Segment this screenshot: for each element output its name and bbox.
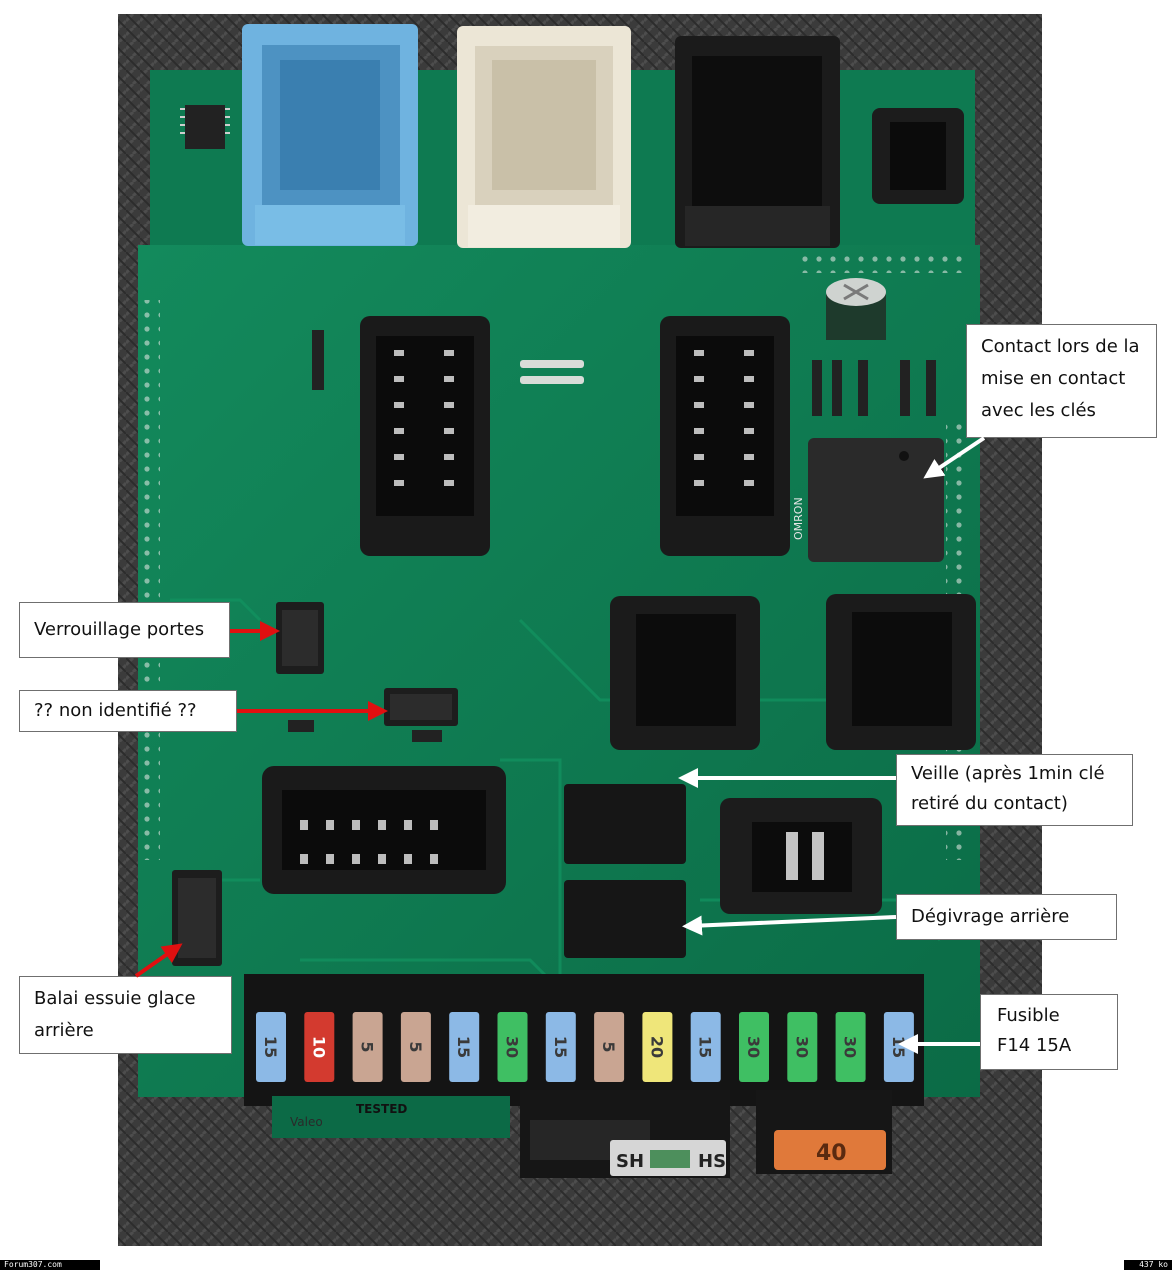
- fuse-6: [497, 1012, 528, 1082]
- fuse-5: [449, 1012, 480, 1082]
- relay-verrouillage: [276, 602, 324, 674]
- fuse-12: [787, 1012, 818, 1082]
- footer-site: Forum307.com: [0, 1260, 100, 1270]
- callout-veille-text: Veille (après 1min clé retiré du contact…: [911, 763, 1105, 814]
- black-connector-top: [675, 36, 840, 248]
- diodes: [288, 330, 936, 742]
- big-fuse-label: 40: [816, 1141, 847, 1166]
- fuse-3: [352, 1012, 383, 1082]
- big-fuse-40: 40: [774, 1130, 886, 1170]
- fuse-11-label: 30: [744, 1036, 763, 1058]
- connector-lower-right: [720, 798, 882, 914]
- capacitor: [826, 278, 886, 340]
- fuse-1-label: 15: [261, 1036, 280, 1058]
- fuse-14-label: 15: [889, 1036, 908, 1058]
- blue-connector: [242, 24, 418, 246]
- fuse-1: [256, 1012, 286, 1082]
- callout-degivrage-text: Dégivrage arrière: [911, 906, 1070, 927]
- fuse-8-label: 5: [599, 1041, 618, 1052]
- fuse-4: [400, 1012, 431, 1082]
- shunt-left-label: SH: [616, 1151, 644, 1172]
- fuse-8: [594, 1012, 625, 1082]
- callout-balai: Balai essuie glace arrière: [19, 976, 232, 1054]
- omron-main-relay: OMRON: [792, 438, 944, 562]
- connector-mid-right: [826, 594, 976, 750]
- callout-non-identifie-text: ?? non identifié ??: [34, 700, 197, 721]
- relay-degivrage: [564, 880, 686, 958]
- fuse-10: [690, 1012, 721, 1082]
- ic-chip: [180, 108, 230, 134]
- connector-center-left: [360, 316, 490, 556]
- connector-center-right: [660, 316, 790, 556]
- relay-non-identifie: [384, 688, 458, 726]
- fuse-9: [642, 1012, 673, 1082]
- fuse-2-label: 10: [309, 1036, 328, 1058]
- white-connector: [457, 26, 631, 248]
- board-brand: Valeo: [290, 1115, 323, 1129]
- shunt-right-label: HS: [698, 1151, 726, 1172]
- fuse-2: [304, 1012, 335, 1082]
- relay-balai: [172, 870, 222, 966]
- callout-fusible: Fusible F14 15A: [980, 994, 1118, 1070]
- footer-size: 437 ko: [1124, 1260, 1172, 1270]
- board-stamp: TESTED: [356, 1102, 407, 1116]
- fuse-7: [545, 1012, 576, 1082]
- fuse-12-label: 30: [792, 1036, 811, 1058]
- callout-verrouillage: Verrouillage portes: [19, 602, 230, 658]
- fuse-13-label: 30: [841, 1036, 860, 1058]
- fuse-11: [739, 1012, 769, 1082]
- svg-text:OMRON: OMRON: [792, 497, 805, 540]
- callout-verrouillage-text: Verrouillage portes: [34, 619, 205, 640]
- connector-lower-left: [262, 766, 506, 894]
- fuse-4-label: 5: [406, 1041, 425, 1052]
- callout-contact: Contact lors de la mise en contact avec …: [966, 324, 1157, 438]
- lower-housing: TESTED Valeo SH HS 40: [272, 1090, 892, 1178]
- callout-fusible-line1: Fusible: [997, 1005, 1060, 1026]
- fuse-7-label: 15: [551, 1036, 570, 1058]
- fuse-3-label: 5: [358, 1041, 377, 1052]
- shunt: SH HS: [610, 1140, 726, 1176]
- fuse-5-label: 15: [454, 1036, 473, 1058]
- fuse-9-label: 20: [647, 1036, 666, 1058]
- callout-degivrage: Dégivrage arrière: [896, 894, 1117, 940]
- callout-non-identifie: ?? non identifié ??: [19, 690, 237, 732]
- callout-contact-text: Contact lors de la mise en contact avec …: [981, 336, 1140, 421]
- callout-fusible-line2: F14 15A: [997, 1035, 1072, 1056]
- fuse-6-label: 30: [503, 1036, 522, 1058]
- fuse-rail: 15 10 5 5 15 30 15 5 20 15 30 30 30 15: [244, 974, 924, 1106]
- fuses: 15 10 5 5 15 30 15 5 20 15 30 30 30 15: [256, 1012, 914, 1082]
- callout-veille: Veille (après 1min clé retiré du contact…: [896, 754, 1133, 826]
- relay-veille: [564, 784, 686, 864]
- fuse-10-label: 15: [696, 1036, 715, 1058]
- callout-balai-text: Balai essuie glace arrière: [34, 988, 196, 1041]
- fuse-13: [835, 1012, 866, 1082]
- connector-mid-left: [610, 596, 760, 750]
- small-black-connector-top: [872, 108, 964, 204]
